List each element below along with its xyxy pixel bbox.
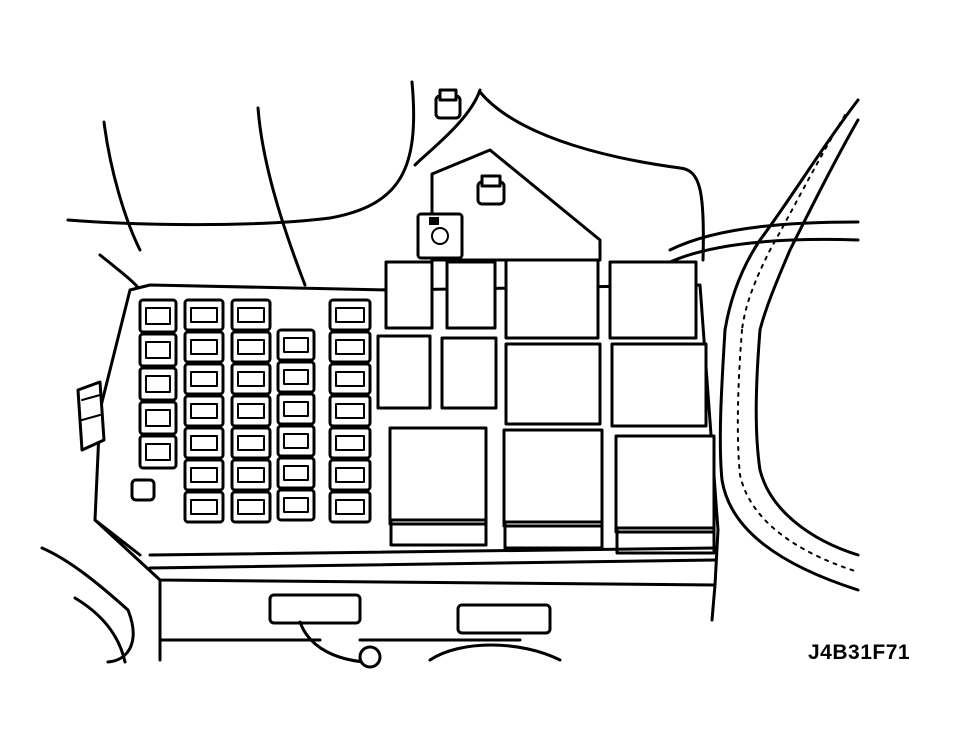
figure-code: J4B31F71 xyxy=(808,641,911,664)
wiring-harness-right xyxy=(668,98,860,592)
top-connector xyxy=(416,212,464,260)
body-panel-lines xyxy=(40,80,705,664)
mounting-bolt-top xyxy=(434,88,462,120)
mounting-bolt-bracket xyxy=(430,148,602,262)
relay-array xyxy=(376,258,716,555)
fuse-array xyxy=(138,298,372,524)
housing-bolt-left xyxy=(130,478,156,502)
bottom-clips xyxy=(268,593,562,669)
side-latch xyxy=(76,380,106,452)
